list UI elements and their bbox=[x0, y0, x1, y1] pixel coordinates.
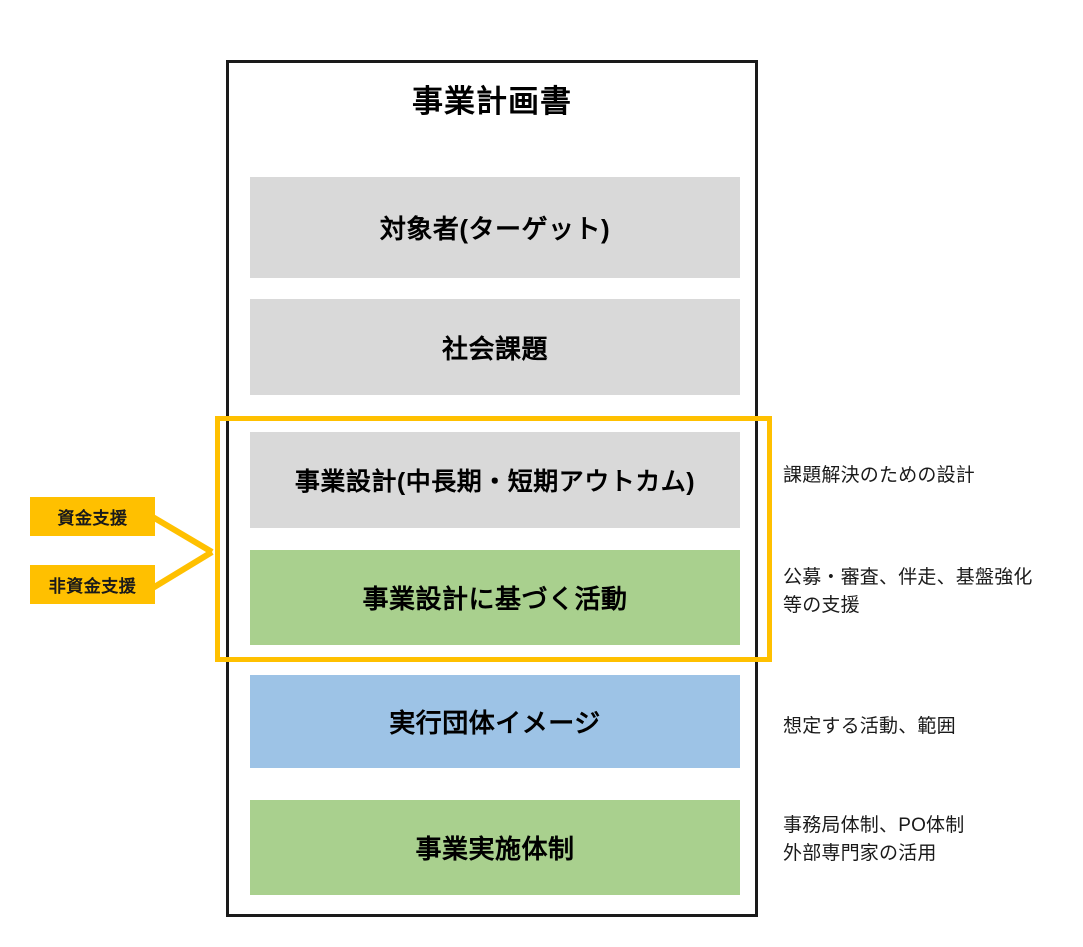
section-row-target: 対象者(ターゲット) bbox=[250, 177, 740, 278]
note-implementing-org: 想定する活動、範囲 bbox=[783, 716, 956, 737]
section-row-social-issue: 社会課題 bbox=[250, 299, 740, 395]
note-implementation-system: 事務局体制、PO体制 外部専門家の活用 bbox=[783, 815, 965, 864]
section-row-implementing-org: 実行団体イメージ bbox=[250, 675, 740, 768]
support-label-funding: 資金支援 bbox=[30, 497, 155, 536]
section-row-implementation-system: 事業実施体制 bbox=[250, 800, 740, 895]
support-label-funding-text: 資金支援 bbox=[57, 509, 128, 528]
support-label-non-funding-text: 非資金支援 bbox=[48, 577, 137, 596]
support-arrow-icon bbox=[150, 513, 214, 592]
section-label-social-issue: 社会課題 bbox=[441, 333, 548, 364]
section-label-business-design: 事業設計(中長期・短期アウトカム) bbox=[294, 468, 696, 496]
section-label-activities: 事業設計に基づく活動 bbox=[362, 584, 628, 614]
page-title: 事業計画書 bbox=[412, 84, 572, 119]
section-row-activities: 事業設計に基づく活動 bbox=[250, 550, 740, 645]
support-label-non-funding: 非資金支援 bbox=[30, 565, 155, 604]
section-label-target: 対象者(ターゲット) bbox=[379, 214, 611, 244]
section-label-implementing-org: 実行団体イメージ bbox=[389, 708, 601, 738]
section-label-implementation-system: 事業実施体制 bbox=[415, 834, 575, 864]
note-activities: 公募・審査、伴走、基盤強化 等の支援 bbox=[783, 567, 1033, 616]
note-business-design: 課題解決のための設計 bbox=[783, 465, 976, 486]
section-row-business-design: 事業設計(中長期・短期アウトカム) bbox=[250, 432, 740, 528]
